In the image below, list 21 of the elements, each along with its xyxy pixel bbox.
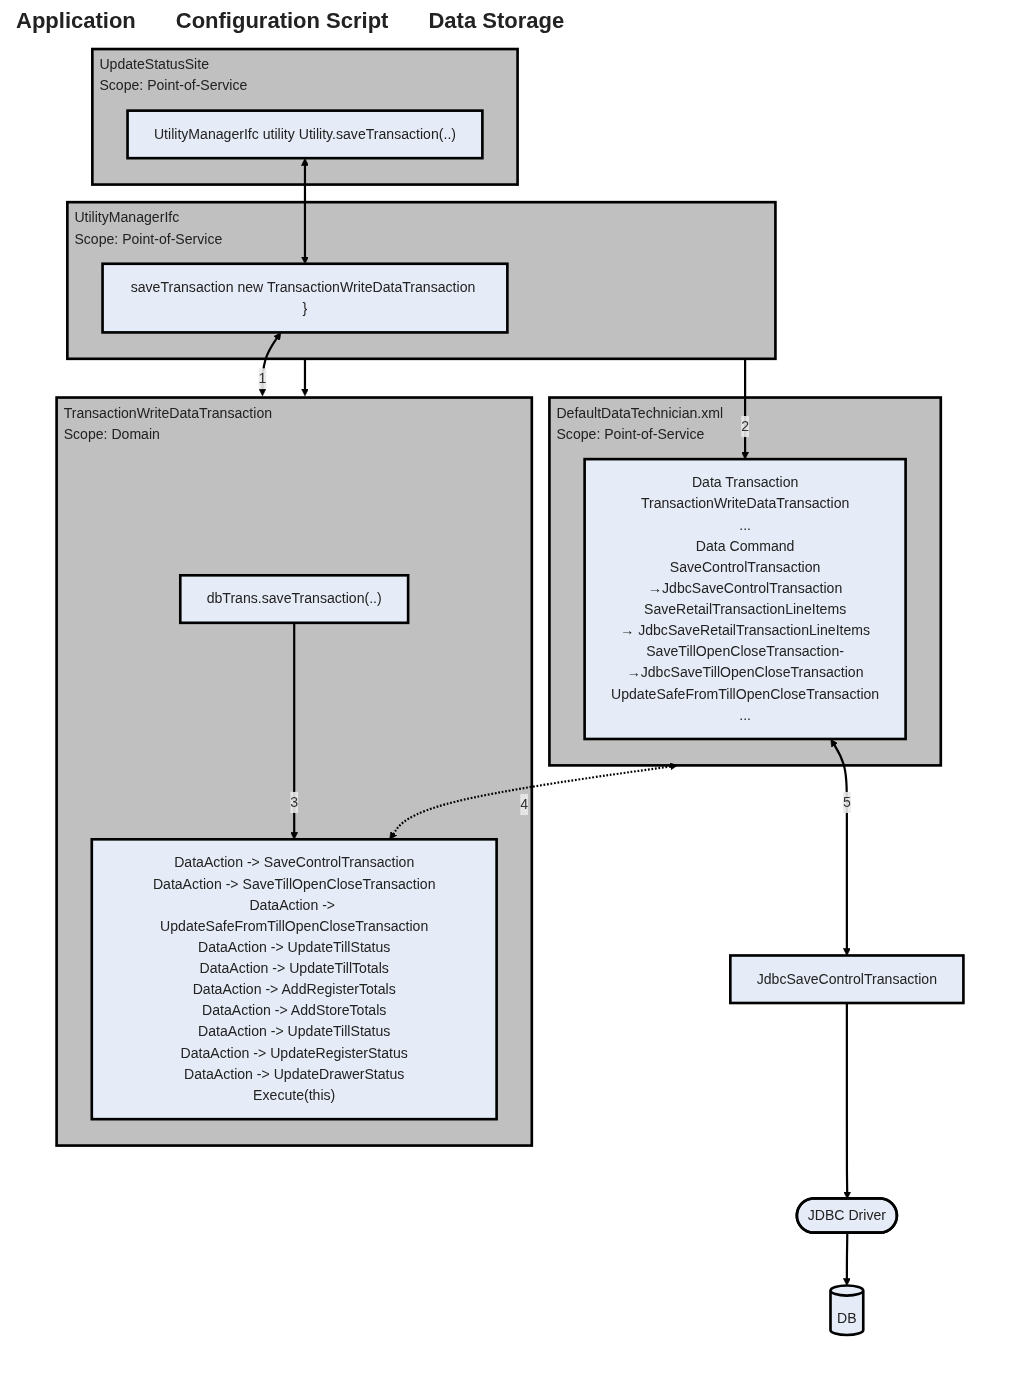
section-heading: Data Storage [428, 8, 565, 34]
node-box: saveTransaction new TransactionWriteDataTransaction } [101, 262, 509, 334]
arrow [301, 358, 309, 397]
section-heading: Application [16, 8, 136, 34]
edge-label: 5 [842, 794, 851, 810]
node-box: JdbcSaveControlTransaction [729, 954, 965, 1005]
node-box: Data Transaction TransactionWriteDataTransaction ... Data Command SaveControlTransaction →JdbcSaveControlTransaction SaveRetailTransactionLineItems → JdbcSaveRetailTransactionLineItems SaveTillOpenCloseTransaction- →JdbcSaveTillOpenCloseTransaction UpdateSafeFromTillOpenCloseTransaction ... [583, 457, 907, 741]
section-heading: Configuration Script [175, 8, 389, 34]
edge-label: 4 [520, 796, 529, 812]
node-box: DataAction -> SaveControlTransaction DataAction -> SaveTillOpenCloseTransaction DataAction -> UpdateSafeFromTillOpenCloseTransaction DataAction -> UpdateTillStatus DataAction -> UpdateTillTotals DataAction -> AddRegisterTotals DataAction -> AddStoreTotals DataAction -> UpdateTillStatus DataAction -> UpdateRegisterStatus DataAction -> UpdateDrawerStatus Execute(this) [90, 838, 498, 1121]
edge-label: 2 [741, 418, 750, 434]
arrow [843, 1233, 851, 1286]
arrow [290, 622, 299, 840]
edge-label: 3 [290, 794, 299, 810]
edge-label: 1 [258, 370, 267, 386]
arrow [741, 358, 749, 460]
node-box: UtilityManagerIfc utility Utility.saveTransaction(..) [126, 109, 484, 160]
arrow [258, 332, 282, 397]
arrow [830, 738, 851, 956]
arrow [389, 762, 678, 840]
node-box: dbTrans.saveTransaction(..) [178, 573, 410, 625]
